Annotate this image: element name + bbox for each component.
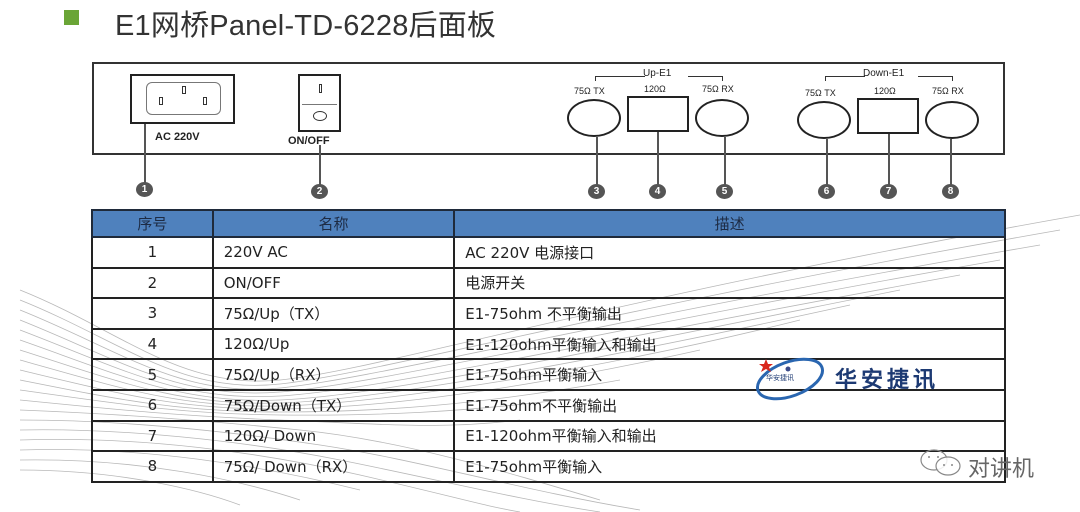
leader-line: [144, 124, 146, 183]
up-e1-bracket-right: [688, 76, 723, 81]
cell-name: 75Ω/Up（TX）: [211, 297, 456, 330]
logo-orbit-icon: [756, 357, 824, 401]
cell-name: 220V AC: [211, 236, 456, 269]
bnc-connector-icon: [925, 101, 979, 139]
leader-line: [657, 132, 659, 185]
port-label: 120Ω: [644, 84, 666, 94]
power-switch-label: ON/OFF: [288, 135, 330, 147]
down-e1-group-label: Down-E1: [863, 68, 905, 79]
cell-description: E1-120ohm平衡输入和输出: [453, 419, 1006, 453]
column-header-description: 描述: [453, 209, 1006, 238]
port-label: 75Ω TX: [805, 88, 836, 98]
callout-5: 5: [716, 184, 733, 199]
leader-line: [319, 145, 321, 185]
table-row: 4 120Ω/Up E1-120ohm平衡输入和输出: [91, 327, 1006, 361]
switch-off-icon: [313, 111, 327, 121]
cell-name: ON/OFF: [211, 266, 456, 300]
cell-name: 120Ω/Up: [211, 327, 456, 361]
down-e1-bracket-right: [918, 76, 953, 81]
socket-pin-icon: [159, 97, 163, 105]
down-e1-bracket-left: [825, 76, 865, 81]
leader-line: [826, 139, 828, 185]
callout-4: 4: [649, 184, 666, 199]
title-bullet: [64, 10, 79, 25]
port-label: 75Ω RX: [932, 86, 964, 96]
cell-number: 1: [91, 236, 214, 269]
rj48-connector-icon: [857, 98, 919, 134]
table-row: 7 120Ω/ Down E1-120ohm平衡输入和输出: [91, 419, 1006, 453]
cell-description: E1-75ohm平衡输入: [453, 450, 1006, 483]
power-inlet: [130, 74, 235, 124]
up-e1-group-label: Up-E1: [643, 68, 672, 79]
logo-small-text: 华安捷讯: [766, 374, 794, 382]
port-label: 75Ω RX: [702, 84, 734, 94]
cell-description: E1-75ohm平衡输入: [453, 358, 1006, 391]
wechat-watermark: 对讲机: [918, 448, 1068, 482]
cell-description: AC 220V 电源接口: [453, 236, 1006, 269]
power-inlet-label: AC 220V: [155, 131, 200, 143]
cell-number: 3: [91, 297, 214, 330]
up-e1-bracket-left: [595, 76, 645, 81]
table-row: 8 75Ω/ Down（RX） E1-75ohm平衡输入: [91, 450, 1006, 483]
port-label: 75Ω TX: [574, 86, 605, 96]
cell-name: 75Ω/ Down（RX）: [211, 450, 456, 483]
switch-on-icon: [319, 84, 322, 93]
cell-description: E1-75ohm不平衡输出: [453, 388, 1006, 422]
page-title: E1网桥Panel-TD-6228后面板: [115, 10, 497, 42]
cell-number: 2: [91, 266, 214, 300]
table-row: 2 ON/OFF 电源开关: [91, 266, 1006, 300]
wechat-icon: [920, 449, 961, 476]
bnc-connector-icon: [797, 101, 851, 139]
port-spec-table: 序号 名称 描述 1 220V AC AC 220V 电源接口 2 ON/OFF…: [91, 209, 1006, 483]
callout-3: 3: [588, 184, 605, 199]
cell-number: 5: [91, 358, 214, 391]
power-socket-icon: [146, 82, 221, 115]
socket-pin-icon: [182, 86, 186, 94]
logo-text: 华安捷讯: [835, 368, 940, 393]
cell-number: 8: [91, 450, 214, 483]
column-header-number: 序号: [91, 209, 214, 238]
cell-number: 6: [91, 388, 214, 422]
callout-6: 6: [818, 184, 835, 199]
bnc-connector-icon: [567, 99, 621, 137]
cell-description: 电源开关: [453, 266, 1006, 300]
leader-line: [950, 139, 952, 185]
leader-line: [596, 137, 598, 185]
cell-name: 120Ω/ Down: [211, 419, 456, 453]
cell-description: E1-75ohm 不平衡输出: [453, 297, 1006, 330]
cell-name: 75Ω/Down（TX）: [211, 388, 456, 422]
table-header-row: 序号 名称 描述: [91, 209, 1006, 238]
watermark-text: 对讲机: [968, 457, 1035, 482]
port-label: 120Ω: [874, 86, 896, 96]
table-row: 6 75Ω/Down（TX） E1-75ohm不平衡输出: [91, 388, 1006, 422]
rear-panel-outline: [92, 62, 1005, 155]
table-row: 1 220V AC AC 220V 电源接口: [91, 236, 1006, 269]
column-header-name: 名称: [211, 209, 456, 238]
cell-number: 4: [91, 327, 214, 361]
bnc-connector-icon: [695, 99, 749, 137]
rj48-connector-icon: [627, 96, 689, 132]
switch-divider: [302, 104, 337, 105]
callout-8: 8: [942, 184, 959, 199]
leader-line: [888, 134, 890, 185]
leader-line: [724, 137, 726, 185]
cell-number: 7: [91, 419, 214, 453]
company-logo: 华安捷讯 华安捷讯: [752, 349, 967, 401]
callout-2: 2: [311, 184, 328, 199]
power-switch: [298, 74, 341, 132]
cell-name: 75Ω/Up（RX）: [211, 358, 456, 391]
table-row: 3 75Ω/Up（TX） E1-75ohm 不平衡输出: [91, 297, 1006, 330]
table-row: 5 75Ω/Up（RX） E1-75ohm平衡输入: [91, 358, 1006, 391]
callout-1: 1: [136, 182, 153, 197]
cell-description: E1-120ohm平衡输入和输出: [453, 327, 1006, 361]
callout-7: 7: [880, 184, 897, 199]
socket-pin-icon: [203, 97, 207, 105]
